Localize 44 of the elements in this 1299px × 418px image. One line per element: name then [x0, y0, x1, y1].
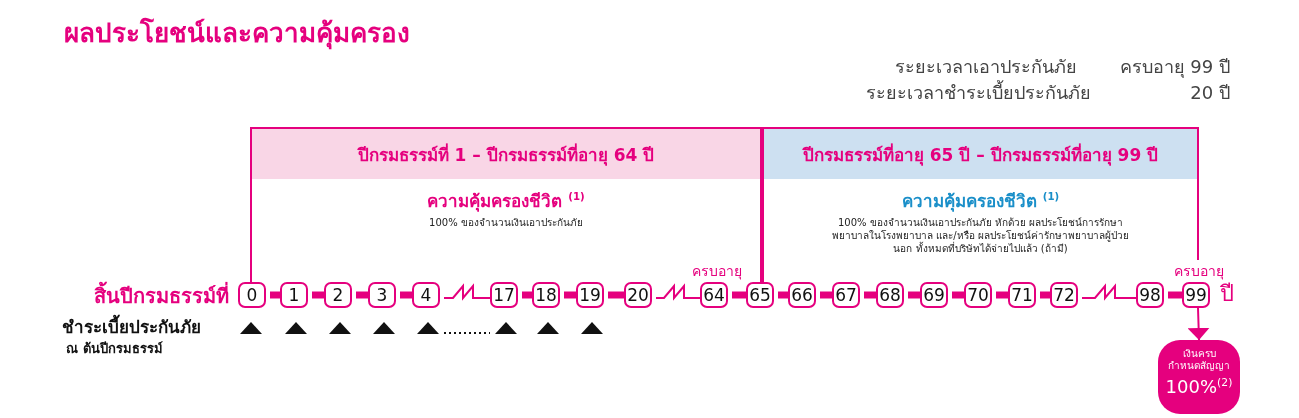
panel-header: ปีกรมธรรม์ที่อายุ 65 ปี – ปีกรมธรรม์ที่อายุ 99 ปี	[764, 129, 1197, 179]
period-panel	[250, 127, 762, 285]
year-box: 0	[238, 282, 266, 308]
year-box: 67	[832, 282, 860, 308]
year-box: 18	[532, 282, 560, 308]
year-box: 68	[876, 282, 904, 308]
label-text: สิ้นปีกรมธรรม์ที่	[94, 280, 229, 312]
year-box: 71	[1008, 282, 1036, 308]
year-box: 70	[964, 282, 992, 308]
year-box: 19	[576, 282, 604, 308]
year-box: 66	[788, 282, 816, 308]
diagram-title: ผลประโยชน์และความคุ้มครอง	[64, 16, 410, 52]
badge-text: เงินครบกำหนดสัญญา	[1168, 348, 1230, 372]
beside-text: ครบอายุ	[1172, 260, 1226, 282]
coverage-heading: ความคุ้มครองชีวิต $^{(1)}$	[901, 190, 1060, 214]
label-text: ครบอายุ 99 ปี	[1119, 55, 1230, 80]
year-box: 20	[624, 282, 652, 308]
year-box: 99	[1182, 282, 1210, 308]
year-box: 98	[1136, 282, 1164, 308]
maturity-badge	[1158, 340, 1240, 414]
label-text: ระยะเวลาเอาประกันภัย	[895, 55, 1077, 79]
label-text: ณ ต้นปีกรมธรรม์	[66, 340, 163, 358]
timeline-connector	[655, 283, 701, 301]
year-box: 17	[490, 282, 518, 308]
coverage-heading: ความคุ้มครองชีวิต $^{(1)}$	[427, 190, 585, 214]
coverage-text: 100% ของจำนวนเงินเอาประกันภัย หักด้วย ผลประโยชน์การรักษาพยาบาลในโรงพยาบาล และ/หรือ ผลประโยชน์ค่ารักษาพยาบาลผู้ป่วยนอก ทั้งหมดที่บริษัทได้จ่ายไปแล้ว (ถ้ามี)	[831, 216, 1130, 255]
year-box: 1	[280, 282, 308, 308]
year-box: 4	[412, 282, 440, 308]
badge-text: 100%$^{(2)}$	[1164, 375, 1234, 398]
label-text: ชำระเบี้ยประกันภัย	[62, 313, 201, 340]
year-box: 3	[368, 282, 396, 308]
year-box: 2	[324, 282, 352, 308]
panel-header: ปีกรมธรรม์ที่ 1 – ปีกรมธรรม์ที่อายุ 64 ปี	[252, 129, 760, 179]
label-text: ระยะเวลาชำระเบี้ยประกันภัย	[866, 79, 1091, 105]
arrow	[1187, 307, 1210, 341]
year-box: 64	[700, 282, 728, 308]
year-box: 69	[920, 282, 948, 308]
label-text: 20 ปี	[1190, 81, 1230, 105]
year-box: 65	[746, 282, 774, 308]
label-text: ปี	[1220, 280, 1234, 308]
coverage-text: 100% ของจำนวนเงินเอาประกันภัย	[428, 216, 584, 229]
timeline-connector	[443, 283, 491, 301]
year-box: 72	[1050, 282, 1078, 308]
timeline-connector	[1081, 283, 1137, 301]
